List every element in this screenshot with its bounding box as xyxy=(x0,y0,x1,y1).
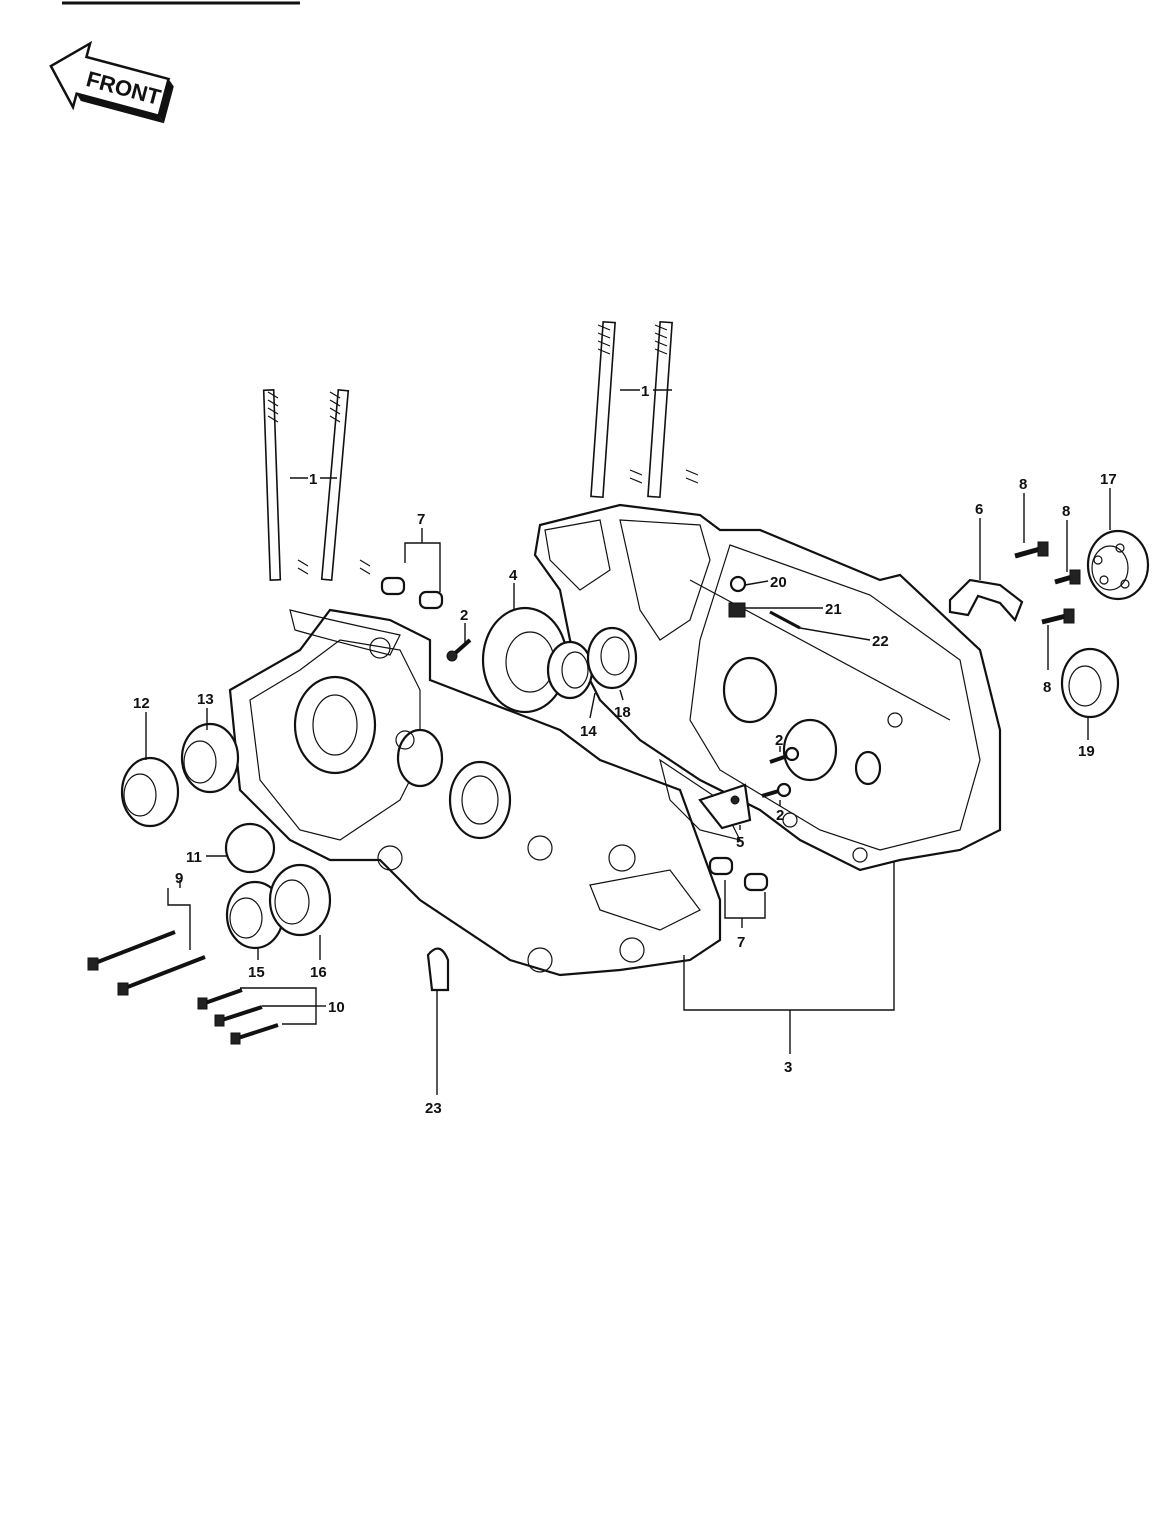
callout-14: 14 xyxy=(580,723,597,740)
callout-3: 3 xyxy=(784,1059,792,1076)
callout-22: 22 xyxy=(872,633,889,650)
dowel-pins-bottom xyxy=(708,856,769,892)
callout-4: 4 xyxy=(509,567,518,584)
callout-labels: 1 1 2 2 2 3 4 5 6 7 7 8 8 8 9 10 11 12 1… xyxy=(133,383,1117,1117)
bolts-9 xyxy=(87,930,206,996)
retainer-clip-6 xyxy=(948,578,1024,623)
callout-2-low: 2 xyxy=(776,807,784,824)
screw-8-a xyxy=(1014,541,1049,559)
leader-lines xyxy=(145,389,1111,1095)
screw-2-low xyxy=(761,782,792,798)
cylinder-studs-right xyxy=(590,320,699,499)
oil-seal-19 xyxy=(1060,647,1120,719)
callout-19: 19 xyxy=(1078,743,1095,760)
callout-1-right: 1 xyxy=(641,383,649,400)
callout-2-mid: 2 xyxy=(775,732,783,749)
fitting-21 xyxy=(728,602,746,618)
oil-seal-13 xyxy=(180,722,240,794)
callout-2-top: 2 xyxy=(460,607,468,624)
bearing-16 xyxy=(268,863,332,937)
callout-18: 18 xyxy=(614,704,631,721)
callout-8-b: 8 xyxy=(1062,503,1070,520)
callout-5: 5 xyxy=(736,834,744,851)
front-direction-arrow-icon: FRONT xyxy=(49,40,174,124)
callout-15: 15 xyxy=(248,964,265,981)
callout-20: 20 xyxy=(770,574,787,591)
fitting-20 xyxy=(729,575,747,593)
callout-16: 16 xyxy=(310,964,327,981)
screw-2-mid xyxy=(769,746,800,764)
bearing-14 xyxy=(546,640,594,700)
pin-22 xyxy=(769,610,801,630)
bracket-5 xyxy=(698,783,752,830)
callout-10: 10 xyxy=(328,999,345,1016)
callout-8-c: 8 xyxy=(1043,679,1051,696)
ball-bearing-17 xyxy=(1086,529,1150,601)
oil-seal-12 xyxy=(120,756,180,828)
bolts-10 xyxy=(197,988,279,1045)
dowel-pins-top xyxy=(380,576,444,610)
callout-7-top: 7 xyxy=(417,511,425,528)
callout-9: 9 xyxy=(175,870,183,887)
cylinder-studs-left xyxy=(262,389,371,581)
callout-23: 23 xyxy=(425,1100,442,1117)
screw-2-top xyxy=(446,638,472,662)
callout-6: 6 xyxy=(975,501,983,518)
callout-21: 21 xyxy=(825,601,842,618)
callout-8-a: 8 xyxy=(1019,476,1027,493)
right-crankcase-half xyxy=(533,503,1002,872)
screw-8-c xyxy=(1041,608,1075,625)
callout-12: 12 xyxy=(133,695,150,712)
clamp-23 xyxy=(426,947,450,992)
screw-8-b xyxy=(1054,569,1081,585)
bearing-18 xyxy=(586,626,638,690)
callout-11: 11 xyxy=(186,849,202,866)
callout-13: 13 xyxy=(197,691,214,708)
cap-11 xyxy=(224,822,276,874)
left-crankcase-half xyxy=(228,608,722,977)
callout-1-left: 1 xyxy=(309,471,317,488)
callout-17: 17 xyxy=(1100,471,1117,488)
callout-7-bottom: 7 xyxy=(737,934,745,951)
